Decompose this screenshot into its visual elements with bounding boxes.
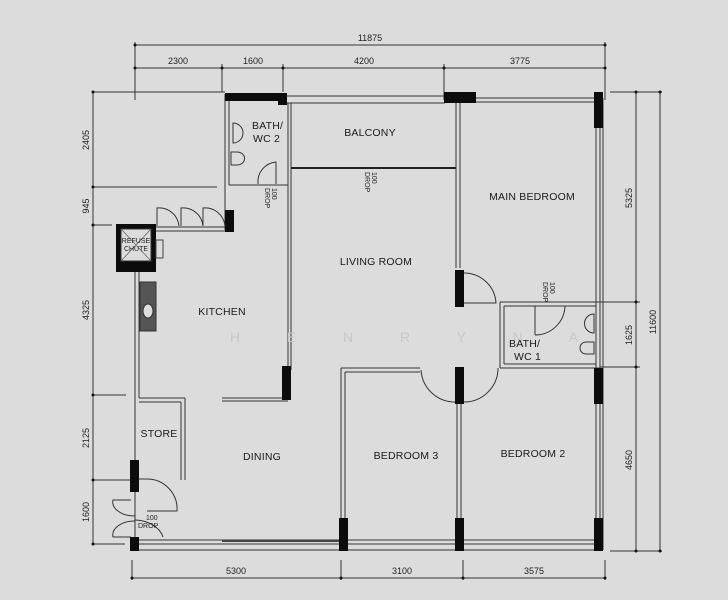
door-swing (156, 207, 180, 227)
door-swing (420, 369, 456, 403)
room-bedroom2-label: BEDROOM 2 (501, 448, 566, 460)
refuse-chute: REFUSE CHUTE (116, 224, 164, 272)
dim-left-3: 4325 (81, 300, 91, 320)
dim-right-3: 4650 (624, 450, 634, 470)
drop-value-wc1: 100 (548, 282, 555, 294)
door-swing (534, 305, 566, 336)
left-dimensions: 2405 945 4325 2125 1600 (81, 90, 225, 546)
drop-value-balcony: 100 (370, 172, 377, 184)
drop-annotations: DROP 100 DROP 100 DROP 100 100 DROP (138, 172, 555, 530)
right-dimensions: 5325 1625 4650 11600 (600, 90, 662, 553)
room-bath-wc2-label-1: BATH/ (252, 120, 283, 132)
dim-top-total: 11875 (358, 33, 382, 43)
door-swing (463, 367, 499, 403)
room-bath-wc1-label-2: WC 1 (514, 351, 541, 363)
room-bedroom3-label: BEDROOM 3 (374, 450, 439, 462)
door-swing (463, 272, 497, 304)
door-swing (134, 519, 164, 538)
dim-top-1: 2300 (168, 56, 188, 66)
dim-top-3: 4200 (354, 56, 374, 66)
doors (112, 161, 566, 538)
room-bath-wc2-label-2: WC 2 (253, 133, 280, 145)
refuse-chute-label-1: REFUSE (122, 238, 151, 245)
dim-left-1: 2405 (81, 130, 91, 150)
fixtures (139, 122, 595, 355)
dim-top-4: 3775 (510, 56, 530, 66)
dim-bottom-1: 5300 (226, 566, 246, 576)
basin-icon (230, 151, 246, 166)
watermark: H E N R Y N A (230, 329, 580, 345)
room-balcony-label: BALCONY (344, 127, 396, 139)
drop-label-entry: DROP (138, 523, 159, 530)
room-store-label: STORE (141, 428, 178, 440)
drop-value-entry: 100 (146, 515, 158, 522)
dim-right-total: 11600 (648, 310, 658, 334)
columns (130, 92, 603, 551)
door-swing (180, 207, 204, 227)
door-swing (139, 478, 178, 512)
room-living-room-label: LIVING ROOM (340, 256, 412, 268)
door-swing (202, 207, 226, 227)
toilet-icon (232, 122, 244, 144)
refuse-chute-label-2: CHUTE (124, 246, 148, 253)
drop-label-balcony: DROP (363, 172, 370, 193)
drop-label-wc1: DROP (541, 282, 548, 303)
toilet-icon (584, 313, 595, 334)
drop-label-wc2: DROP (263, 188, 270, 209)
dim-bottom-3: 3575 (524, 566, 544, 576)
basin-icon (579, 341, 595, 355)
dim-right-2: 1625 (624, 325, 634, 345)
door-swing (112, 499, 136, 517)
drop-value-wc2: 100 (270, 188, 277, 200)
dim-left-2: 945 (81, 198, 91, 213)
door-swing (112, 520, 136, 538)
room-dining-label: DINING (243, 451, 281, 463)
room-labels: BATH/ WC 2 BALCONY MAIN BEDROOM LIVING R… (141, 120, 575, 463)
room-main-bedroom-label: MAIN BEDROOM (489, 191, 575, 203)
dim-left-5: 1600 (81, 502, 91, 522)
dim-top-2: 1600 (243, 56, 263, 66)
dim-right-1: 5325 (624, 188, 634, 208)
door-swing (257, 161, 277, 185)
top-dimensions: 11875 2300 1600 4200 3775 (133, 33, 607, 100)
dim-left-4: 2125 (81, 428, 91, 448)
bottom-dimensions: 5300 3100 3575 (130, 560, 607, 580)
walls (134, 94, 604, 551)
room-kitchen-label: KITCHEN (198, 306, 246, 318)
dim-bottom-2: 3100 (392, 566, 412, 576)
room-bath-wc1-label-1: BATH/ (509, 338, 540, 350)
